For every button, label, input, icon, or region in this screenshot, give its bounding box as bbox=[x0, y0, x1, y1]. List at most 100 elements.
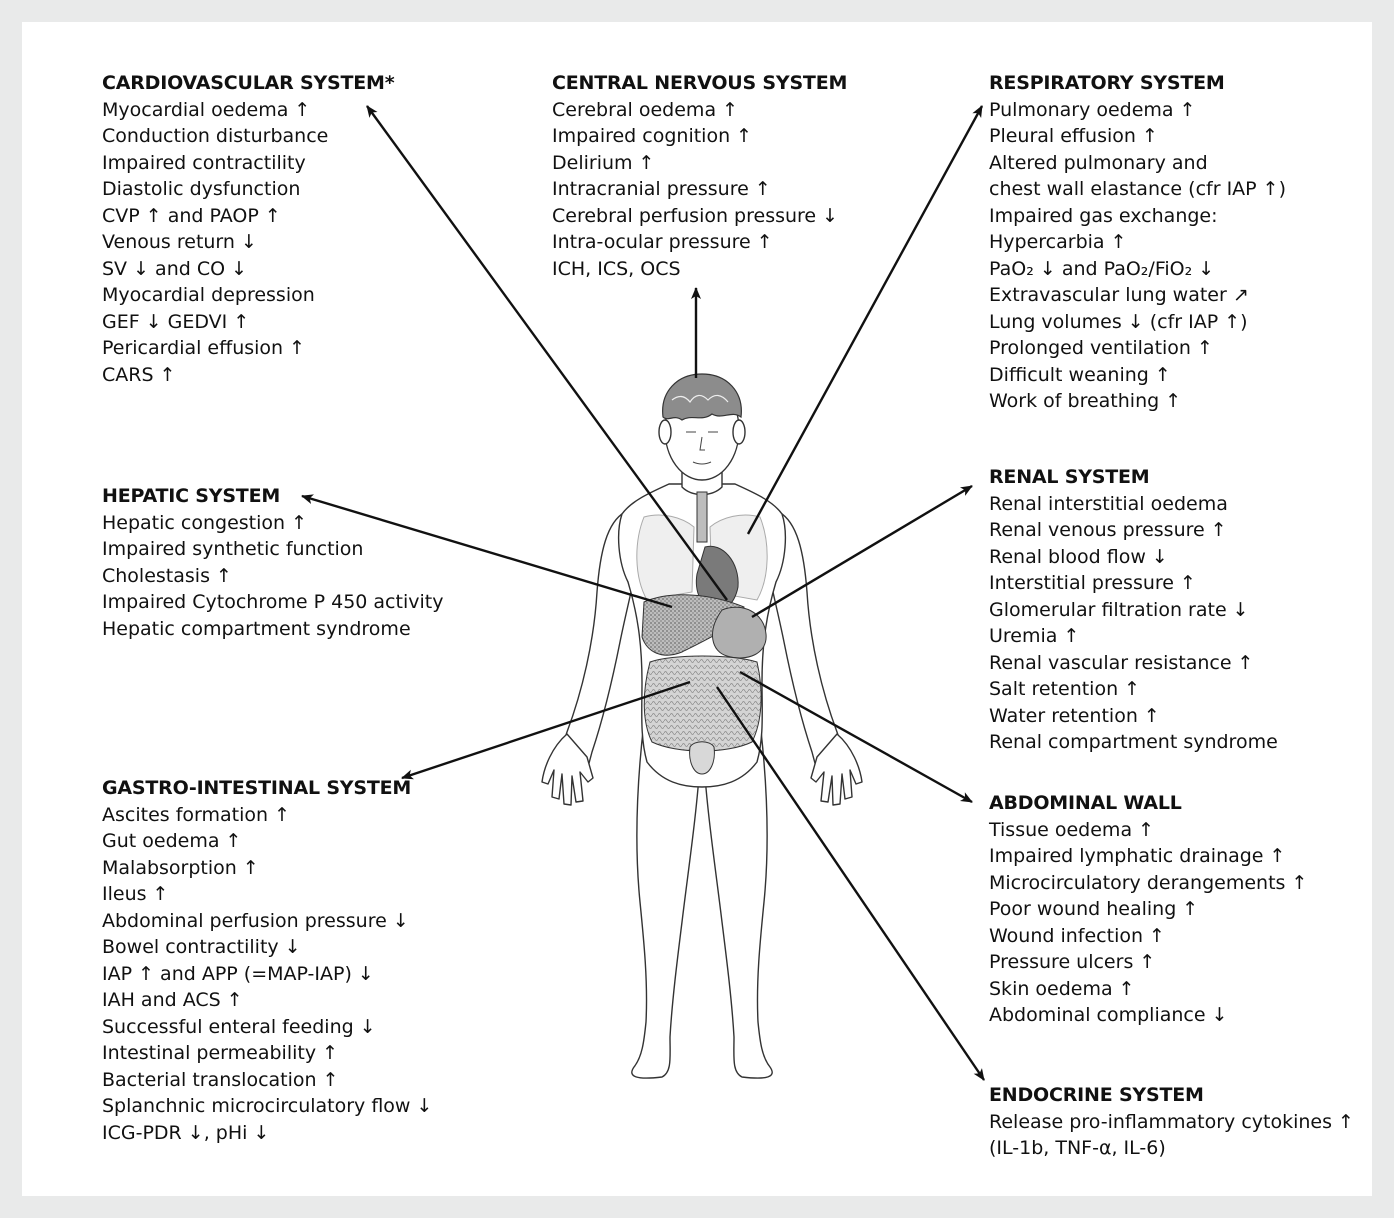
list-item: Gut oedema ↑ bbox=[102, 830, 242, 852]
organs bbox=[636, 491, 768, 775]
right-leg bbox=[701, 721, 773, 1079]
cardiovascular-list: Myocardial oedema ↑Conduction disturbanc… bbox=[102, 97, 395, 389]
list-item: Pressure ulcers ↑ bbox=[989, 951, 1156, 973]
list-item: Lung volumes ↓ (cfr IAP ↑) bbox=[989, 310, 1248, 333]
gi-list: Ascites formation ↑ Gut oedema ↑ Malabsorp… bbox=[102, 802, 432, 1147]
list-item: Impaired lymphatic drainage ↑ bbox=[989, 845, 1286, 867]
cns-block: CENTRAL NERVOUS SYSTEM Cerebral oedema ↑… bbox=[552, 70, 847, 282]
stomach bbox=[712, 606, 767, 659]
list-item: Microcirculatory derangements ↑ bbox=[989, 871, 1308, 894]
list-item: Prolonged ventilation ↑ bbox=[989, 337, 1213, 359]
list-item: Water retention ↑ bbox=[989, 704, 1160, 727]
list-item: Cholestasis ↑ bbox=[102, 564, 232, 587]
list-item: Hepatic congestion ↑ bbox=[102, 511, 308, 534]
list-item: Myocardial depression bbox=[102, 284, 315, 306]
list-item: Salt retention ↑ bbox=[989, 678, 1141, 700]
list-item: Renal blood flow ↓ bbox=[989, 545, 1168, 568]
endocrine-list: Release pro-inflammatory cytokines ↑ (IL-… bbox=[989, 1109, 1354, 1162]
list-item: IAH and ACS ↑ bbox=[102, 989, 243, 1011]
bladder bbox=[689, 741, 715, 775]
list-item: Bowel contractility ↓ bbox=[102, 936, 301, 958]
left-hand bbox=[541, 733, 594, 806]
gi-block: GASTRO-INTESTINAL SYSTEM Ascites formati… bbox=[102, 775, 432, 1146]
list-item: Malabsorption ↑ bbox=[102, 856, 259, 879]
list-item: Ascites formation ↑ bbox=[102, 803, 290, 826]
arrow-renal bbox=[751, 484, 973, 619]
list-item: Pleural effusion ↑ bbox=[989, 125, 1158, 147]
list-item: Cerebral oedema ↑ bbox=[552, 98, 739, 121]
list-item: Extravascular lung water ↗ bbox=[989, 284, 1249, 306]
arrow-cardiovascular bbox=[366, 105, 728, 601]
cns-list: Cerebral oedema ↑Impaired cognition ↑Del… bbox=[552, 97, 847, 283]
list-item: SV ↓ and CO ↓ bbox=[102, 257, 248, 280]
list-item: (IL-1b, TNF-α, IL-6) bbox=[989, 1137, 1166, 1159]
body-diagram bbox=[301, 105, 985, 1081]
brain bbox=[662, 373, 742, 421]
list-item: Impaired synthetic function bbox=[102, 538, 364, 560]
list-item: chest wall elastance (cfr IAP ↑) bbox=[989, 178, 1286, 200]
list-item: Impaired contractility bbox=[102, 151, 306, 174]
hepatic-list: Hepatic congestion ↑ Impaired synthetic f… bbox=[102, 510, 443, 643]
list-item: Bacterial translocation ↑ bbox=[102, 1068, 339, 1091]
diagram-panel: CARDIOVASCULAR SYSTEM* Myocardial oedema… bbox=[22, 22, 1372, 1196]
list-item: Cerebral perfusion pressure ↓ bbox=[552, 204, 839, 227]
list-item: Glomerular filtration rate ↓ bbox=[989, 598, 1249, 621]
respiratory-block: RESPIRATORY SYSTEM Pulmonary oedema ↑ Ple… bbox=[989, 70, 1286, 415]
list-item: Wound infection ↑ bbox=[989, 924, 1165, 947]
list-item: Intestinal permeability ↑ bbox=[102, 1042, 339, 1064]
list-item: Difficult weaning ↑ bbox=[989, 363, 1171, 386]
trachea bbox=[696, 491, 708, 543]
list-item: ICH, ICS, OCS bbox=[552, 257, 681, 280]
gi-title: GASTRO-INTESTINAL SYSTEM bbox=[102, 777, 412, 799]
list-item: IAP ↑ and APP (=MAP-IAP) ↓ bbox=[102, 962, 374, 985]
respiratory-title: RESPIRATORY SYSTEM bbox=[989, 72, 1225, 94]
list-item: Altered pulmonary and bbox=[989, 151, 1208, 174]
list-item: Intra-ocular pressure ↑ bbox=[552, 231, 773, 253]
list-item: Renal compartment syndrome bbox=[989, 731, 1278, 753]
list-item: Diastolic dysfunction bbox=[102, 178, 301, 200]
list-item: Myocardial oedema ↑ bbox=[102, 98, 311, 121]
cardiovascular-block: CARDIOVASCULAR SYSTEM* Myocardial oedema… bbox=[102, 70, 395, 388]
list-item: Work of breathing ↑ bbox=[989, 390, 1182, 412]
list-item: Abdominal perfusion pressure ↓ bbox=[102, 909, 409, 932]
list-item: Ileus ↑ bbox=[102, 883, 169, 905]
cardiovascular-title: CARDIOVASCULAR SYSTEM* bbox=[102, 72, 395, 94]
arrow-respiratory bbox=[746, 105, 984, 535]
list-item: Poor wound healing ↑ bbox=[989, 898, 1199, 920]
hepatic-block: HEPATIC SYSTEM Hepatic congestion ↑ Impai… bbox=[102, 483, 443, 642]
list-item: ICG-PDR ↓, pHi ↓ bbox=[102, 1121, 270, 1144]
list-item: Renal interstitial oedema bbox=[989, 492, 1228, 515]
arrows bbox=[301, 105, 985, 1081]
list-item: Uremia ↑ bbox=[989, 625, 1080, 647]
list-item: Hepatic compartment syndrome bbox=[102, 617, 411, 640]
list-item: Impaired gas exchange: bbox=[989, 204, 1218, 227]
abdominal-wall-list: Tissue oedema ↑Impaired lymphatic draina… bbox=[989, 817, 1307, 1029]
list-item: Venous return ↓ bbox=[102, 231, 257, 253]
respiratory-list: Pulmonary oedema ↑ Pleural effusion ↑ Alte… bbox=[989, 97, 1286, 415]
list-item: CVP ↑ and PAOP ↑ bbox=[102, 204, 281, 227]
list-item: Pulmonary oedema ↑ bbox=[989, 98, 1196, 121]
renal-title: RENAL SYSTEM bbox=[989, 466, 1150, 488]
list-item: Renal vascular resistance ↑ bbox=[989, 651, 1254, 674]
list-item: Hypercarbia ↑ bbox=[989, 231, 1127, 253]
abdominal-wall-block: ABDOMINAL WALL Tissue oedema ↑Impaired l… bbox=[989, 790, 1307, 1029]
hepatic-title: HEPATIC SYSTEM bbox=[102, 485, 281, 507]
endocrine-title: ENDOCRINE SYSTEM bbox=[989, 1084, 1204, 1106]
list-item: Delirium ↑ bbox=[552, 151, 655, 174]
arrow-endocrine bbox=[716, 686, 985, 1081]
list-item: Intracranial pressure ↑ bbox=[552, 178, 771, 200]
list-item: Successful enteral feeding ↓ bbox=[102, 1015, 376, 1038]
list-item: Splanchnic microcirculatory flow ↓ bbox=[102, 1095, 433, 1117]
list-item: CARS ↑ bbox=[102, 363, 176, 386]
list-item: Impaired Cytochrome P 450 activity bbox=[102, 591, 444, 613]
arrow-abdominal-wall bbox=[739, 670, 973, 804]
list-item: PaO₂ ↓ and PaO₂/FiO₂ ↓ bbox=[989, 257, 1215, 280]
list-item: Abdominal compliance ↓ bbox=[989, 1004, 1228, 1026]
list-item: Renal venous pressure ↑ bbox=[989, 519, 1227, 541]
intestines bbox=[643, 655, 762, 752]
list-item: Skin oedema ↑ bbox=[989, 977, 1135, 1000]
list-item: Release pro-inflammatory cytokines ↑ bbox=[989, 1110, 1354, 1133]
list-item: Interstitial pressure ↑ bbox=[989, 572, 1196, 594]
endocrine-block: ENDOCRINE SYSTEM Release pro-inflammator… bbox=[989, 1082, 1354, 1162]
